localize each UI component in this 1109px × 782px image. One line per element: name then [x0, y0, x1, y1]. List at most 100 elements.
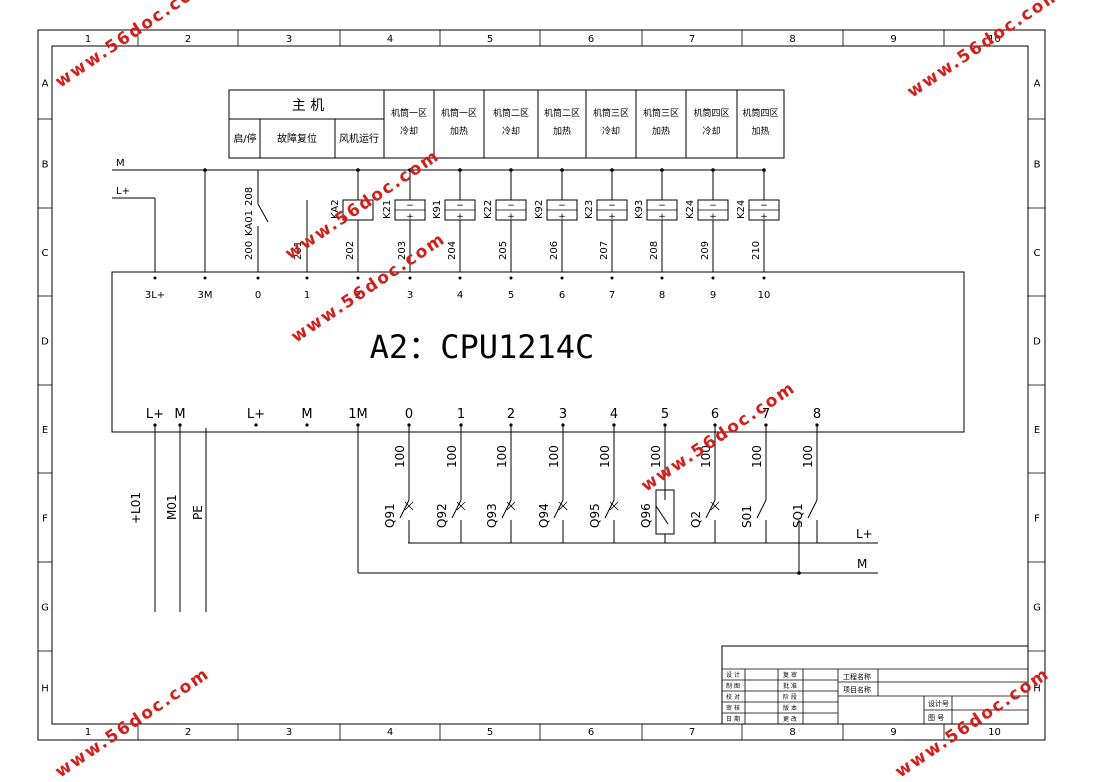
zone-name: 机筒二区 — [493, 107, 529, 119]
col-mark: 7 — [689, 727, 695, 738]
ka01-label: KA01 — [244, 210, 255, 236]
bus-m-bottom-label: M — [857, 557, 867, 571]
input-device-label: Q96 — [639, 503, 653, 528]
input-wire-number: 100 — [750, 445, 764, 468]
col-mark: 9 — [890, 34, 896, 45]
plc-bottom-terminal: 1M — [348, 407, 368, 422]
col-mark: 4 — [387, 34, 393, 45]
input-device-label: Q95 — [588, 503, 602, 528]
plc-top-terminal: 5 — [508, 290, 514, 301]
plc-title: A2：CPU1214C — [370, 328, 595, 366]
zone-mode: 冷却 — [602, 125, 620, 137]
relay-label: K24 — [685, 200, 696, 219]
input-wire-number: 100 — [445, 445, 459, 468]
col-mark: 2 — [185, 727, 191, 738]
main-sub-fan-run: 风机运行 — [339, 132, 379, 145]
relay-coils: KA2202−+K21203−+K91204−+K22205−+K92206−+… — [330, 168, 780, 272]
supply-m01: M01 — [165, 494, 179, 520]
plc-top-terminal: 1 — [304, 290, 310, 301]
row-mark-left: B — [42, 160, 49, 171]
plc-bottom-terminal: 8 — [813, 407, 821, 422]
watermark-text: www.56doc.com — [892, 664, 1054, 782]
plc-bottom-terminal: 2 — [507, 407, 515, 422]
relay-label: K21 — [382, 200, 393, 219]
svg-text:−: − — [608, 201, 616, 211]
zone-name: 机筒一区 — [441, 107, 477, 119]
relay-label: K23 — [584, 200, 595, 219]
svg-text:−: − — [760, 201, 768, 211]
row-mark-right: F — [1034, 514, 1040, 525]
svg-text:+: + — [658, 212, 666, 222]
watermark-text: www.56doc.com — [904, 0, 1066, 102]
tb-mid-label: 批 准 — [783, 682, 797, 690]
plc-top-terminal: 6 — [559, 290, 565, 301]
col-mark: 2 — [185, 34, 191, 45]
row-mark-left: H — [41, 684, 49, 695]
plc-bottom-terminal: M — [174, 407, 185, 422]
input-device-label: Q91 — [383, 503, 397, 528]
input-device-label: S01 — [740, 505, 754, 528]
title-block: 设 计复 审制 图批 准校 对阶 段审 核版 本日 期更 改 工程名称 项目名称… — [721, 645, 1029, 725]
relay-wire-number: 210 — [751, 241, 762, 260]
relay-wire-number: 208 — [649, 241, 660, 260]
tb-mid-label: 版 本 — [783, 704, 797, 712]
plc-top-terminal: 3L+ — [145, 290, 165, 301]
col-mark: 10 — [988, 34, 1001, 45]
plc-bottom-terminal: L+ — [247, 407, 265, 422]
col-mark: 3 — [286, 727, 292, 738]
outer-frame — [37, 29, 1046, 741]
zone-mode: 冷却 — [502, 125, 520, 137]
tb-project-name: 工程名称 — [843, 672, 871, 681]
svg-text:−: − — [456, 201, 464, 211]
plc-top-terminal: 0 — [255, 290, 261, 301]
tb-left-label: 审 核 — [726, 704, 740, 712]
col-mark: 5 — [487, 34, 493, 45]
plc-top-terminal: 10 — [758, 290, 771, 301]
zone-mode: 加热 — [751, 125, 769, 137]
plc-bottom-terminal: 4 — [610, 407, 618, 422]
input-wire-number: 100 — [393, 445, 407, 468]
col-mark: 5 — [487, 727, 493, 738]
tb-left-label: 设 计 — [726, 671, 740, 679]
svg-text:+: + — [456, 212, 464, 222]
relay-label: K91 — [432, 200, 443, 219]
row-mark-left: A — [42, 79, 49, 90]
plc-bottom-terminal: 3 — [559, 407, 567, 422]
main-sub-start-stop: 启/停 — [233, 132, 256, 145]
bus-m-top-label: M — [116, 158, 125, 169]
svg-text:−: − — [406, 201, 414, 211]
svg-text:+: + — [608, 212, 616, 222]
tb-item-name: 项目名称 — [843, 685, 871, 694]
plc-top-terminal: 3 — [407, 290, 413, 301]
row-mark-left: E — [42, 425, 48, 436]
wire-201: 201 — [293, 241, 304, 260]
plc-bottom-terminal: L+ — [146, 407, 164, 422]
plc-bottom-terminal: 1 — [457, 407, 465, 422]
row-mark-right: A — [1034, 79, 1041, 90]
col-mark: 1 — [85, 34, 91, 45]
col-mark: 6 — [588, 34, 594, 45]
svg-text:+: + — [558, 212, 566, 222]
row-mark-left: C — [42, 248, 49, 259]
plc-top-terminal: 4 — [457, 290, 463, 301]
tb-drawing-no: 图 号 — [928, 714, 944, 722]
watermark-text: www.56doc.com — [638, 378, 800, 496]
row-mark-right: D — [1033, 337, 1041, 348]
zone-name: 机筒三区 — [643, 107, 679, 119]
inner-frame — [51, 45, 1029, 725]
col-mark: 3 — [286, 34, 292, 45]
col-mark: 8 — [789, 34, 795, 45]
input-device-label: Q94 — [537, 503, 551, 528]
supply-lines: +L01 M01 PE — [129, 425, 207, 612]
plc-bottom-terminal: 6 — [711, 407, 719, 422]
tb-left-label: 校 对 — [726, 693, 740, 701]
ka01-contact: 208 KA01 200 — [244, 170, 269, 272]
